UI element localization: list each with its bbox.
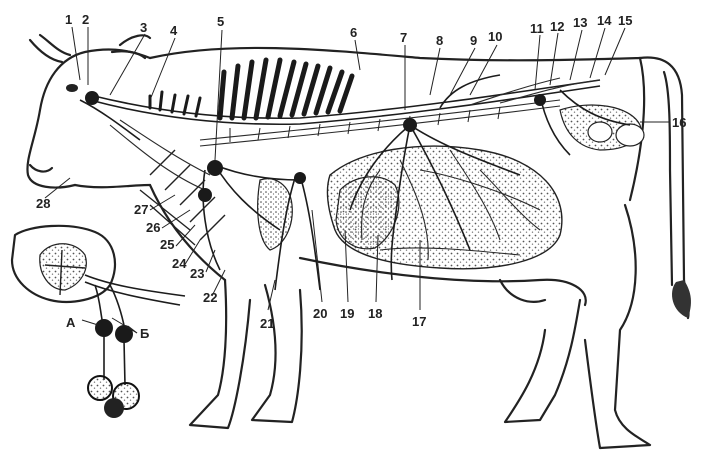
label-19: 19 [340,306,354,321]
label-13: 13 [573,15,587,30]
label-15: 15 [618,13,632,28]
label-16: 16 [672,115,686,130]
label-21: 21 [260,316,274,331]
spinal-cross-section-inset [12,226,185,418]
label-22: 22 [203,290,217,305]
label-Б: Б [140,326,149,341]
label-10: 10 [488,29,502,44]
label-11: 11 [530,21,544,36]
label-4: 4 [170,23,178,38]
label-8: 8 [436,33,443,48]
label-5: 5 [217,14,224,29]
label-14: 14 [597,13,612,28]
label-26: 26 [146,220,160,235]
label-6: 6 [350,25,357,40]
label-9: 9 [470,33,477,48]
labels-right: 16 [672,115,686,130]
labels-top: 1 2 3 4 5 6 7 8 9 10 11 12 13 14 15 [65,12,632,48]
label-24: 24 [172,256,187,271]
label-25: 25 [160,237,174,252]
label-18: 18 [368,306,382,321]
label-12: 12 [550,19,564,34]
label-23: 23 [190,266,204,281]
label-2: 2 [82,12,89,27]
label-17: 17 [412,314,426,329]
label-28: 28 [36,196,50,211]
label-1: 1 [65,12,72,27]
spinal-column [90,60,600,146]
label-27: 27 [134,202,148,217]
labels-head: 28 [36,196,50,211]
label-3: 3 [140,20,147,35]
label-A: A [66,315,76,330]
label-20: 20 [313,306,327,321]
label-7: 7 [400,30,407,45]
